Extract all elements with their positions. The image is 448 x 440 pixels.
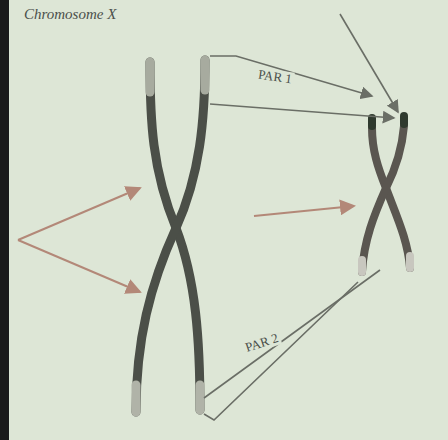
region-label: PAR 1 xyxy=(255,67,294,86)
figure-heading: Chromosome X xyxy=(22,6,118,23)
arrows xyxy=(18,188,354,292)
par1-leaders xyxy=(210,14,398,118)
region-label: PAR 2 xyxy=(242,331,282,356)
y-chromosome xyxy=(362,116,410,272)
slide-edge xyxy=(0,0,9,440)
x-chromosome xyxy=(136,60,205,412)
par2-leaders xyxy=(204,270,380,420)
